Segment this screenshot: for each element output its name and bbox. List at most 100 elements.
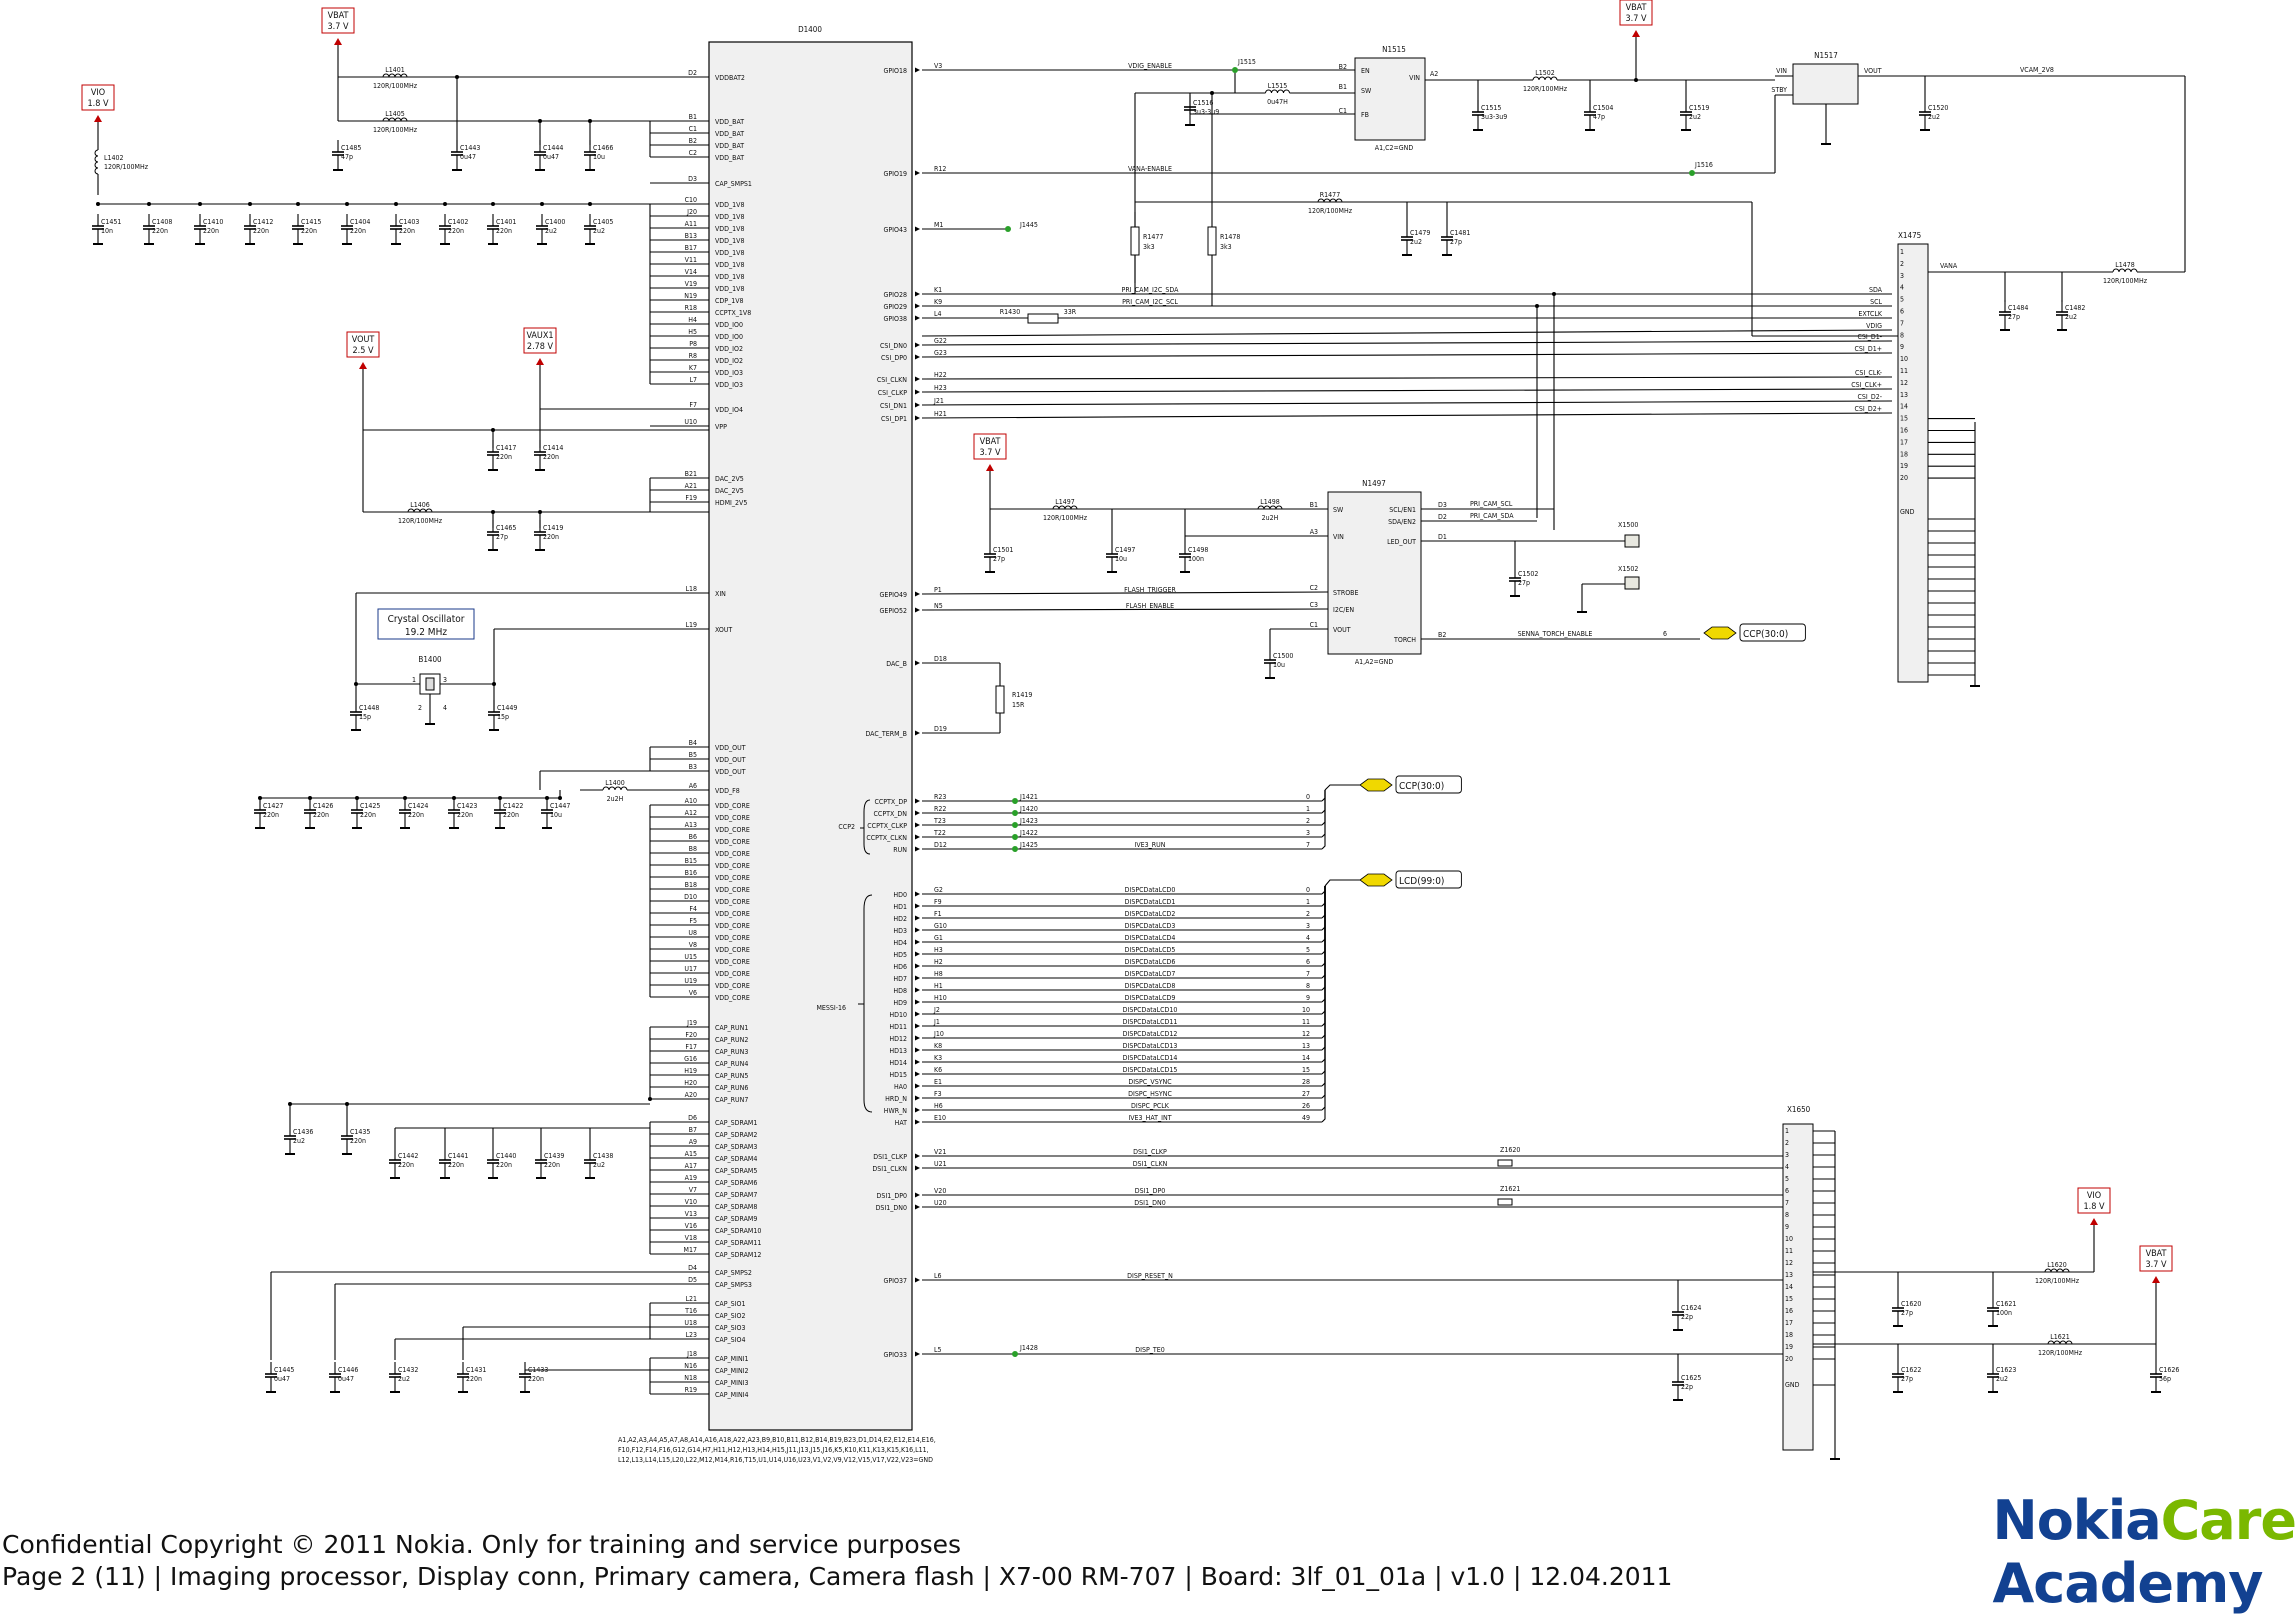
- connector-pin: 15: [1900, 415, 1908, 423]
- chip-d1400-body: [708, 41, 913, 1431]
- chip-pin-number: F4: [689, 905, 697, 913]
- chip-pin-name: CAP_SDRAM2: [715, 1131, 757, 1139]
- connector-pin: 19: [1900, 462, 1908, 470]
- test-point-ccp: [1012, 834, 1018, 840]
- chip-pin-number: U18: [684, 1319, 697, 1327]
- chip-pin-name: CAP_SMPS3: [715, 1281, 752, 1289]
- ic-n1515: [1354, 57, 1426, 141]
- chip-pin-number: V20: [934, 1187, 946, 1195]
- junction-dot: [96, 202, 100, 206]
- chip-pin-number: D12: [934, 841, 947, 849]
- pin-arrow: [915, 1165, 920, 1171]
- pin-arrow: [915, 1083, 920, 1089]
- connector-pin: 14: [1900, 403, 1908, 411]
- net-vana: VANA: [1940, 262, 1958, 270]
- chip-ref: D1400: [798, 25, 822, 34]
- chip-pin-number: A13: [685, 821, 697, 829]
- junction-dot: [345, 1102, 349, 1106]
- chip-pin-name: HD9: [893, 999, 907, 1007]
- junction-dot: [492, 682, 496, 686]
- connector-pin: 20: [1900, 474, 1908, 482]
- capacitor-value: 220n: [496, 227, 512, 235]
- net-label: FLASH_TRIGGER: [1124, 586, 1176, 594]
- connector-pin: 16: [1785, 1307, 1793, 1315]
- connector-pin: 15: [1785, 1295, 1793, 1303]
- net-label-x1475: SDA: [1869, 286, 1883, 294]
- test-point-j1428: [1012, 1351, 1018, 1357]
- chip-pin-number: E10: [934, 1114, 946, 1122]
- pin-arrow: [915, 846, 920, 852]
- junction-dot: [1634, 78, 1638, 82]
- junction-dot: [308, 796, 312, 800]
- chip-pin-number: V7: [689, 1186, 697, 1194]
- capacitor-value: 2u2: [2065, 313, 2077, 321]
- resistor-value: 33R: [1064, 308, 1077, 316]
- capacitor-ref: C1482: [2065, 304, 2085, 312]
- test-point-ccp: [1012, 822, 1018, 828]
- chip-pin-name: VDD_IO3: [715, 381, 743, 389]
- net-label: VANA-ENABLE: [1128, 165, 1172, 173]
- capacitor-value: 220n: [543, 533, 559, 541]
- capacitor-ref: C1415: [301, 218, 321, 226]
- inductor-ref: L1620: [2047, 1261, 2067, 1269]
- chip-pin-number: C10: [685, 196, 697, 204]
- chip-pin-name: CAP_RUN1: [715, 1024, 748, 1032]
- chip-pin-number: H4: [688, 316, 697, 324]
- net-label: DSI1_DN0: [1134, 1199, 1165, 1207]
- chip-pin-number: R18: [685, 304, 697, 312]
- chip-pin-name: CSI_DP1: [881, 415, 907, 423]
- pin-arrow: [915, 1095, 920, 1101]
- chip-pin-name: CAP_SMPS1: [715, 180, 752, 188]
- connector-ref: X1650: [1787, 1105, 1811, 1114]
- chip-pin-number: R12: [934, 165, 946, 173]
- test-point-j1515: [1232, 67, 1238, 73]
- capacitor-value: 2u2: [1410, 238, 1422, 246]
- chip-pin-number: M17: [684, 1246, 697, 1254]
- chip-pin-name: HD4: [893, 939, 907, 947]
- junction-dot: [147, 202, 151, 206]
- ic-note: A1,C2=GND: [1375, 144, 1414, 152]
- bus-line: [1324, 879, 1360, 887]
- chip-pin-name: CSI_CLKP: [878, 389, 907, 397]
- chip-pin-name: CCPTX_DN: [874, 810, 908, 818]
- ground-pin-list: L12,L13,L14,L15,L20,L22,M12,M14,R16,T15,…: [618, 1456, 933, 1464]
- chip-pin-number: B4: [689, 739, 697, 747]
- capacitor-ref: C1445: [274, 1366, 294, 1374]
- chip-pin-name: VDD_1V8: [715, 201, 744, 209]
- capacitor-ref: C1484: [2008, 304, 2028, 312]
- chip-pin-name: CCPTX_1V8: [715, 309, 751, 317]
- capacitor-ref: C1425: [360, 802, 380, 810]
- inductor: [1052, 505, 1078, 510]
- chip-pin-number: G1: [934, 934, 943, 942]
- chip-pin-number: B5: [689, 751, 697, 759]
- connector-pin: 10: [1900, 355, 1908, 363]
- rail-vbat-2-name: VBAT: [1626, 3, 1647, 13]
- net-label: DSI1_DP0: [1135, 1187, 1166, 1195]
- junction-dot: [491, 428, 495, 432]
- filter-ref: Z1620: [1500, 1146, 1520, 1154]
- wire: [921, 591, 1329, 595]
- test-point-j1445: [1005, 226, 1011, 232]
- pin-arrow: [915, 975, 920, 981]
- junction-dot: [248, 202, 252, 206]
- chip-pin-name: DSI1_CLKP: [873, 1153, 907, 1161]
- capacitor-value: 100n: [1188, 555, 1204, 563]
- chip-pin-number: N5: [934, 602, 943, 610]
- connector-pin: 7: [1785, 1199, 1789, 1207]
- bus-index: 0: [1306, 886, 1310, 894]
- net-label: PRI_CAM_SDA: [1470, 512, 1514, 520]
- inductor: [2047, 1340, 2073, 1345]
- pin-arrow: [915, 810, 920, 816]
- inductor: [382, 117, 408, 122]
- chip-pin-name: VDD_CORE: [715, 862, 750, 870]
- pin-arrow: [915, 1059, 920, 1065]
- capacitor-value: 220n: [350, 227, 366, 235]
- chip-pin-name: CAP_SIO1: [715, 1300, 745, 1308]
- chip-pin-name: CAP_SDRAM9: [715, 1215, 757, 1223]
- inductor-value: 120R/100MHz: [2103, 277, 2148, 285]
- junction-dot: [345, 202, 349, 206]
- chip-pin-number: T22: [933, 829, 946, 837]
- net-label: DISPCDataLCD0: [1125, 886, 1176, 894]
- chip-pin-number: H6: [934, 1102, 943, 1110]
- capacitor-value: 220n: [503, 811, 519, 819]
